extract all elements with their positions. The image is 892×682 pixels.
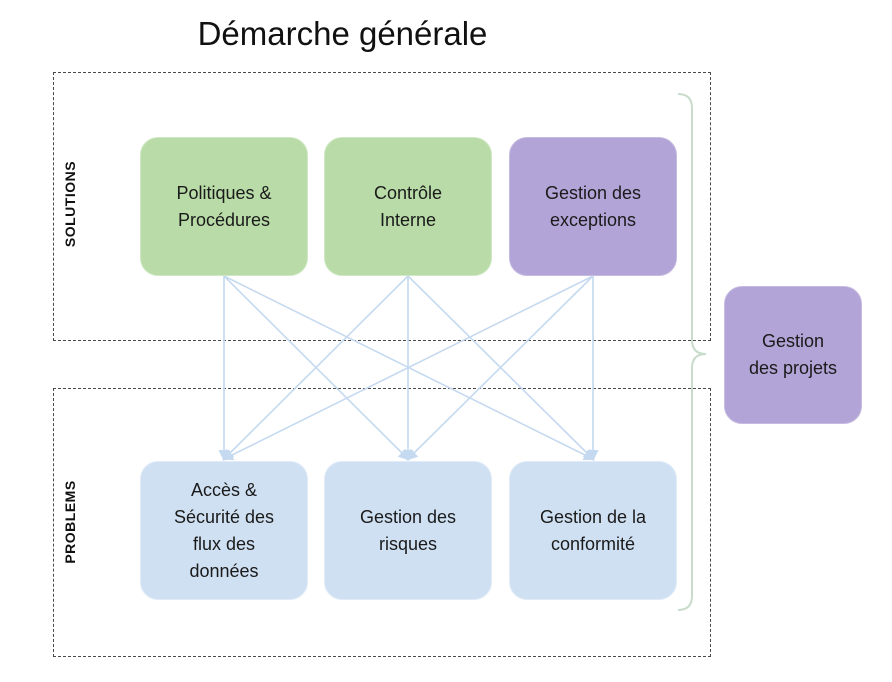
right-brace	[677, 93, 707, 611]
connector-s3-p2	[406, 275, 594, 461]
solution-box-politiques: Politiques & Procédures	[140, 137, 308, 276]
project-box-gestion-projets: Gestion des projets	[724, 286, 862, 424]
problem-box-label: Gestion de la conformité	[539, 506, 647, 554]
solutions-group	[53, 72, 711, 341]
problem-box-label: Gestion des risques	[359, 506, 457, 554]
connector-s2-p1	[222, 275, 409, 461]
solution-box-label: Politiques & Procédures	[176, 182, 272, 230]
problem-box-label: Accès & Sécurité des flux des données	[173, 479, 275, 581]
problems-group	[53, 388, 711, 657]
connector-s3-p1	[221, 275, 594, 461]
solution-box-label: Contrôle Interne	[373, 182, 443, 230]
problem-box-gestion-risques: Gestion des risques	[324, 461, 492, 600]
solution-box-controle-interne: Contrôle Interne	[324, 137, 492, 276]
project-box-label: Gestion des projets	[748, 331, 838, 378]
solution-box-label: Gestion des exceptions	[544, 182, 642, 230]
problem-box-acces-securite: Accès & Sécurité des flux des données	[140, 461, 308, 600]
problem-box-gestion-conformite: Gestion de la conformité	[509, 461, 677, 600]
diagram-title: Démarche générale	[197, 15, 488, 52]
solution-box-gestion-exceptions: Gestion des exceptions	[509, 137, 677, 276]
